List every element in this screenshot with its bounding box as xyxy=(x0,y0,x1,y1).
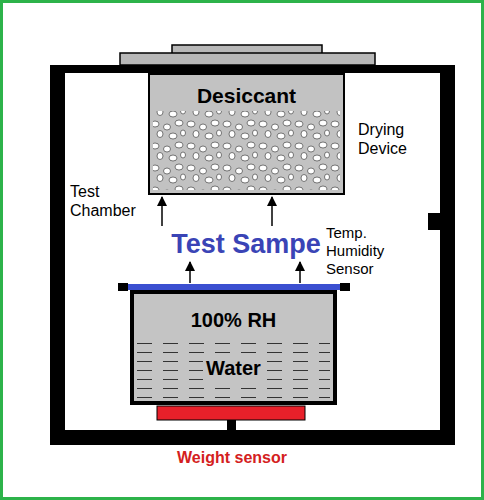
texture-fill xyxy=(153,111,340,190)
desiccant-box: Desiccant xyxy=(148,73,345,195)
weight-sensor-label: Weight sensor xyxy=(132,448,332,467)
humidity-sensor xyxy=(428,213,442,230)
desiccant-label: Desiccant xyxy=(194,83,299,108)
water-label: Water xyxy=(203,356,264,380)
texture-fill xyxy=(137,338,330,398)
sample-clamp xyxy=(118,283,128,291)
sample-clamp xyxy=(340,283,350,291)
drying-device-label: Drying Device xyxy=(358,120,428,158)
water-container: 100% RH Water xyxy=(130,290,337,405)
lid-plate xyxy=(120,53,375,65)
vapor-arrow xyxy=(299,262,301,283)
sensor-label: Temp. Humidity Sensor xyxy=(326,224,408,278)
vapor-arrow xyxy=(161,197,163,226)
humidity-label: 100% RH xyxy=(188,308,280,332)
vapor-arrow xyxy=(189,262,191,283)
weight-sensor xyxy=(157,406,305,420)
chamber-label: Test Chamber xyxy=(70,182,142,220)
vapor-arrow xyxy=(271,197,273,226)
